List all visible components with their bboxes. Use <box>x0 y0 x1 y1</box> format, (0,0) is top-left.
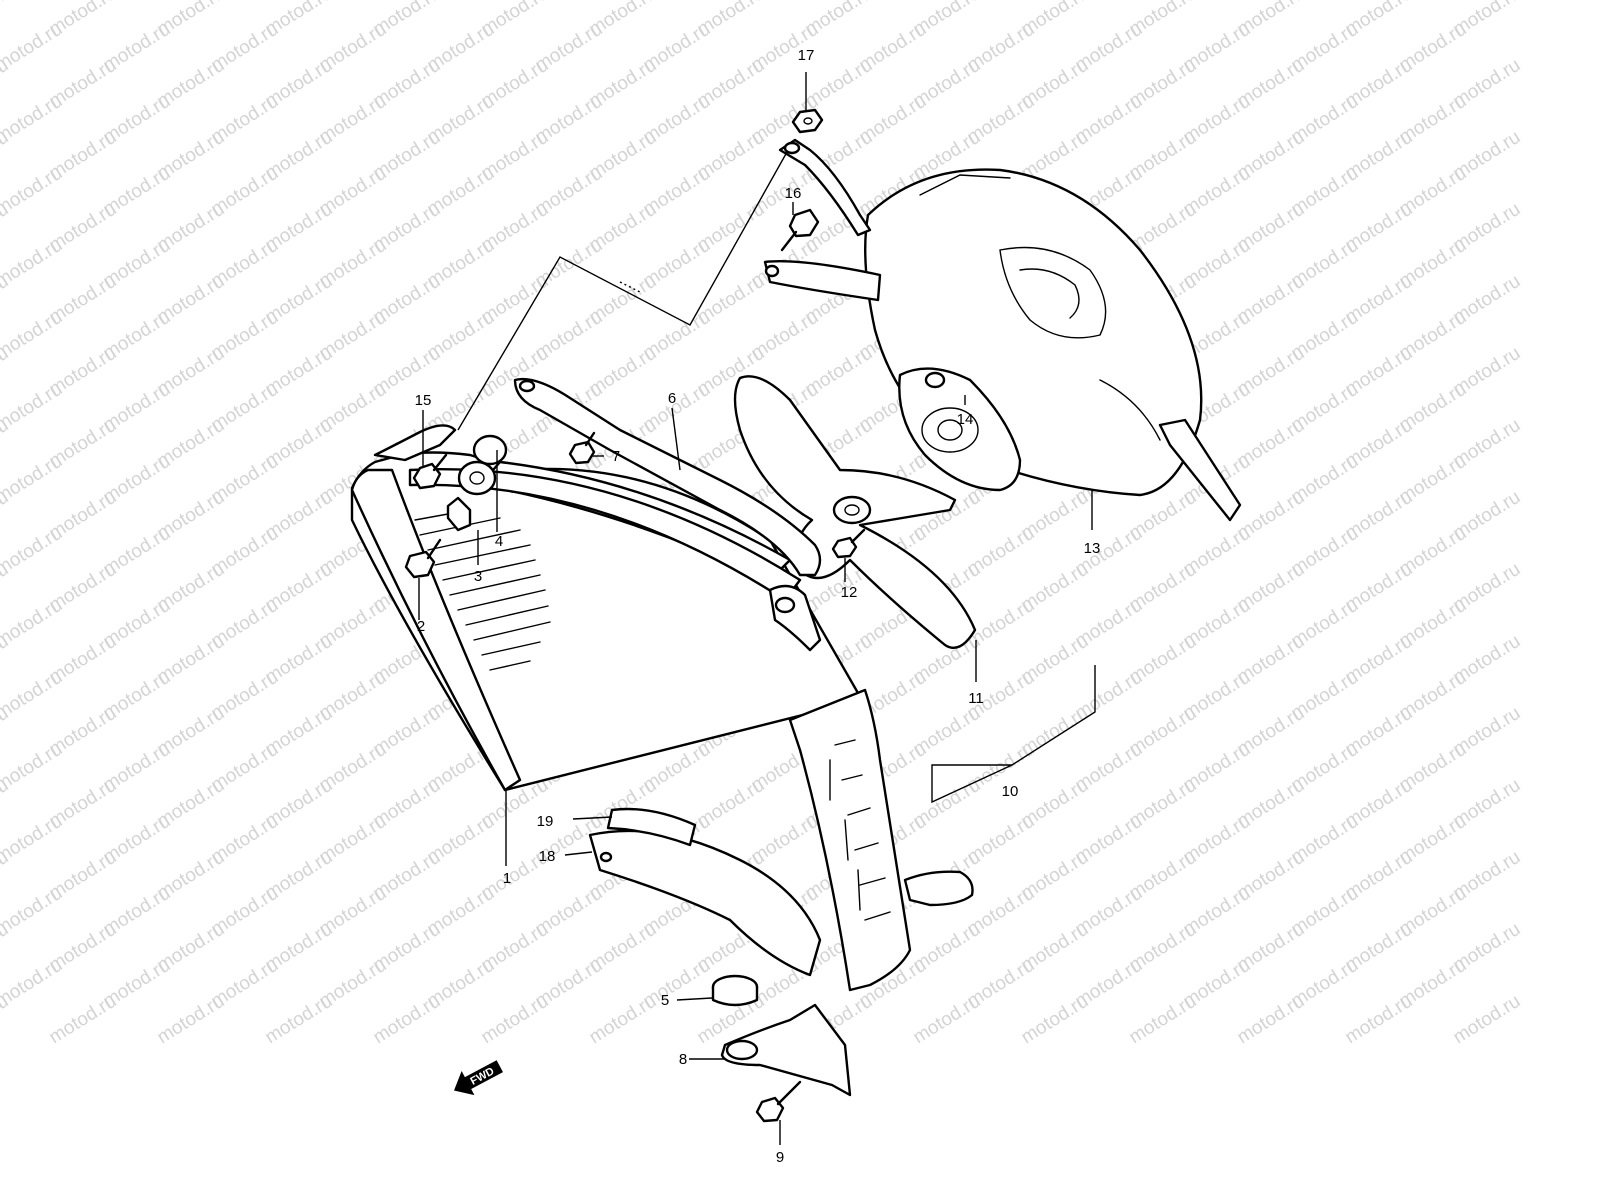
lower-bracket <box>711 974 852 1097</box>
watermark-text: motod.ru <box>0 91 66 149</box>
watermark-text: motod.ru <box>0 235 66 293</box>
fwd-label: FWD <box>469 1065 497 1087</box>
callout-6: 6 <box>668 390 676 407</box>
callout-10: 10 <box>1002 783 1019 800</box>
fan-motor <box>898 367 1022 492</box>
watermark-text: motod.ru <box>0 19 66 77</box>
callout-15: 15 <box>415 392 432 409</box>
hardware <box>404 108 946 1123</box>
watermark-text: motod.ru <box>154 991 229 1049</box>
watermark-text: motod.ru <box>46 991 121 1049</box>
watermark-text: motod.ru <box>1018 991 1093 1049</box>
watermark-text: motod.ru <box>1234 991 1309 1049</box>
callout-9: 9 <box>776 1149 784 1166</box>
watermark-text: motod.ru <box>0 739 66 797</box>
watermark-text: motod.ru <box>0 379 66 437</box>
callout-8: 8 <box>679 1051 687 1068</box>
watermark-text: motod.ru <box>0 811 66 869</box>
callout-14: 14 <box>957 411 974 428</box>
callout-4: 4 <box>495 533 503 550</box>
watermark-text: motod.ru <box>0 595 66 653</box>
watermark-text: motod.ru <box>1126 991 1201 1049</box>
stay-bracket <box>513 377 822 652</box>
assembly-brackets <box>457 151 1096 804</box>
callout-1: 1 <box>503 870 511 887</box>
callout-13: 13 <box>1084 540 1101 557</box>
fan-blade <box>733 375 977 650</box>
lower-shroud <box>588 807 822 977</box>
watermark-text: motod.ru <box>0 451 66 509</box>
watermark-text: motod.ru <box>0 883 66 941</box>
radiator-core <box>350 424 974 992</box>
watermark-text: motod.ru <box>586 991 661 1049</box>
callout-7: 7 <box>612 448 620 465</box>
callout-5: 5 <box>661 992 669 1009</box>
callout-2: 2 <box>417 618 425 635</box>
watermark-text: motod.ru <box>478 991 553 1049</box>
watermark-text: motod.ru <box>910 991 985 1049</box>
callout-18: 18 <box>539 848 556 865</box>
watermark-text: motod.ru <box>0 955 66 1013</box>
watermark-text: motod.ru <box>370 991 445 1049</box>
watermark-text: motod.ru <box>262 991 337 1049</box>
fwd-arrow-icon: FWD <box>453 1060 503 1096</box>
callout-12: 12 <box>841 584 858 601</box>
callout-labels: 17 16 15 6 7 14 4 3 2 12 13 11 10 19 18 … <box>415 47 1101 1166</box>
watermark-text: motod.ru <box>0 307 66 365</box>
leader-lines <box>418 72 1093 1145</box>
callout-17: 17 <box>798 47 815 64</box>
callout-11: 11 <box>968 690 984 707</box>
watermark-text: motod.ru <box>0 163 66 221</box>
callout-19: 19 <box>537 813 554 830</box>
callout-16: 16 <box>785 185 802 202</box>
watermark-text: motod.ru <box>0 667 66 725</box>
watermark-text: motod.ru <box>0 523 66 581</box>
callout-3: 3 <box>474 568 482 585</box>
watermark-text: motod.ru <box>0 0 12 40</box>
watermark-text: motod.ru <box>1450 991 1525 1049</box>
watermark-text: motod.ru <box>1342 991 1417 1049</box>
